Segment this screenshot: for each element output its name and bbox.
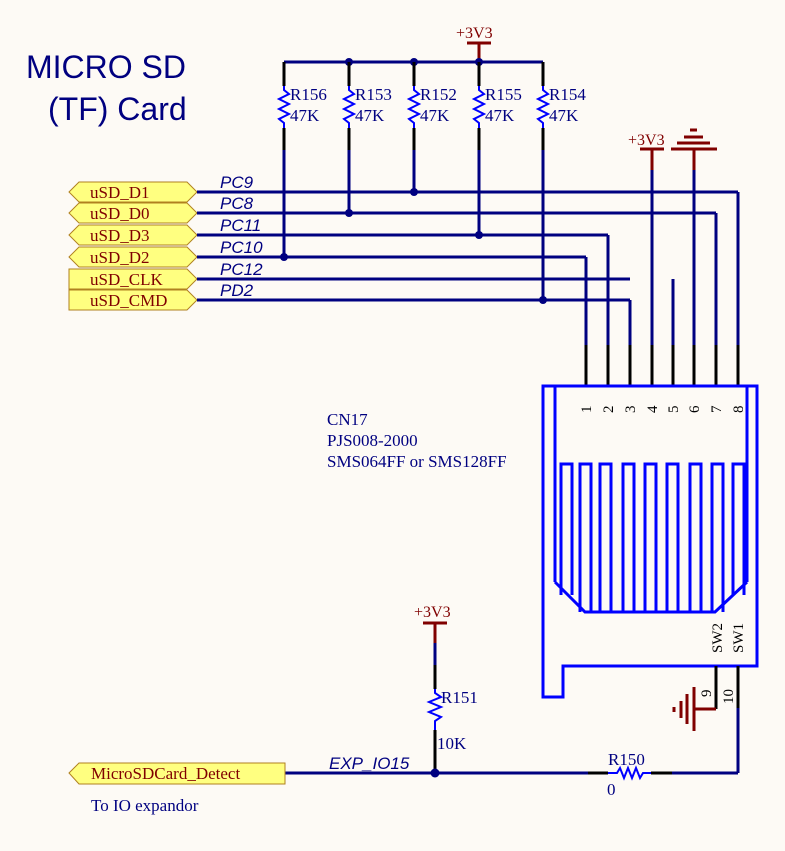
pullup-resistor-r155: R155 47K: [471, 62, 522, 128]
net-label-pc12: PC12: [220, 260, 263, 279]
contact: [688, 462, 703, 612]
svg-text:uSD_D0: uSD_D0: [90, 204, 150, 223]
svg-text:+3V3: +3V3: [456, 25, 493, 42]
net-label-pc9: PC9: [220, 173, 254, 192]
r150-resistor: [608, 765, 651, 781]
port-usd-clk[interactable]: uSD_CLK: [68, 268, 198, 290]
port-usd-d3[interactable]: uSD_D3: [68, 224, 198, 246]
power-symbol-top: +3V3: [456, 25, 493, 62]
pullup-resistor-r152: R152 47K: [406, 62, 457, 128]
contact: [598, 462, 613, 612]
title-line1: MICRO SD: [26, 49, 186, 85]
detect-note: To IO expandor: [91, 796, 199, 815]
contact: [643, 462, 658, 612]
ground-symbol-bottom: [672, 687, 716, 731]
connector-ref: CN17: [327, 410, 368, 429]
pin-number: 6: [687, 405, 703, 413]
pullup-value: 47K: [420, 106, 450, 125]
sw2-label: SW2: [710, 623, 726, 653]
pin10-label: 10: [721, 689, 737, 704]
connector-part: PJS008-2000: [327, 431, 418, 450]
svg-text:uSD_CLK: uSD_CLK: [90, 270, 163, 289]
pin-number: 7: [709, 405, 725, 413]
pullup-ref: R156: [290, 85, 327, 104]
sw1-label: SW1: [731, 623, 747, 653]
port-usd-d1[interactable]: uSD_D1: [68, 181, 198, 203]
pullup-value: 47K: [549, 106, 579, 125]
net-label-pc11: PC11: [220, 216, 261, 235]
power-symbol-detect: +3V3: [414, 604, 451, 643]
pin-number: 2: [601, 406, 617, 414]
svg-text:uSD_D1: uSD_D1: [90, 183, 150, 202]
r151-ref: R151: [441, 688, 478, 707]
junction: [430, 768, 440, 778]
pullup-ref: R155: [485, 85, 522, 104]
svg-text:uSD_D2: uSD_D2: [90, 248, 150, 267]
contact: [731, 462, 746, 595]
pin9-label: 9: [699, 690, 715, 698]
contact: [710, 462, 725, 612]
contact: [621, 462, 636, 612]
pullup-resistor-r154: R154 47K: [535, 62, 586, 128]
pin-number: 8: [731, 406, 747, 414]
svg-text:uSD_CMD: uSD_CMD: [90, 291, 167, 310]
pullup-ref: R152: [420, 85, 457, 104]
ground-symbol-top: [671, 128, 717, 170]
r151-resistor: [426, 689, 444, 730]
net-label-pc10: PC10: [220, 238, 263, 257]
pullup-resistor-r153: R153 47K: [341, 62, 392, 128]
svg-text:+3V3: +3V3: [628, 132, 665, 149]
pin-number: 4: [645, 405, 661, 413]
pin-number: 3: [623, 406, 639, 414]
port-microsdcard-detect[interactable]: MicroSDCard_Detect: [68, 762, 286, 785]
r151-value: 10K: [437, 734, 467, 753]
pullup-resistor-r156: R156 47K: [276, 62, 327, 128]
svg-text:MicroSDCard_Detect: MicroSDCard_Detect: [91, 764, 240, 783]
contact: [578, 462, 593, 612]
pin-number: 1: [579, 406, 595, 414]
pullup-value: 47K: [355, 106, 385, 125]
pullup-ref: R153: [355, 85, 392, 104]
power-symbol-right: +3V3: [628, 132, 665, 170]
svg-text:uSD_D3: uSD_D3: [90, 226, 150, 245]
port-usd-cmd[interactable]: uSD_CMD: [68, 289, 198, 311]
port-usd-d0[interactable]: uSD_D0: [68, 202, 198, 224]
net-label-pd2: PD2: [220, 281, 254, 300]
exp-io15-net-label: EXP_IO15: [329, 754, 410, 773]
pullup-ref: R154: [549, 85, 586, 104]
pullup-value: 47K: [290, 106, 320, 125]
pin-number: 5: [666, 406, 682, 414]
svg-text:+3V3: +3V3: [414, 604, 451, 621]
connector-desc: SMS064FF or SMS128FF: [327, 452, 507, 471]
r150-ref: R150: [608, 750, 645, 769]
r150-value: 0: [607, 780, 616, 799]
port-usd-d2[interactable]: uSD_D2: [68, 246, 198, 268]
contact: [559, 462, 574, 595]
contact: [665, 462, 680, 612]
net-label-pc8: PC8: [220, 194, 254, 213]
title-line2: (TF) Card: [48, 91, 187, 127]
pullup-value: 47K: [485, 106, 515, 125]
